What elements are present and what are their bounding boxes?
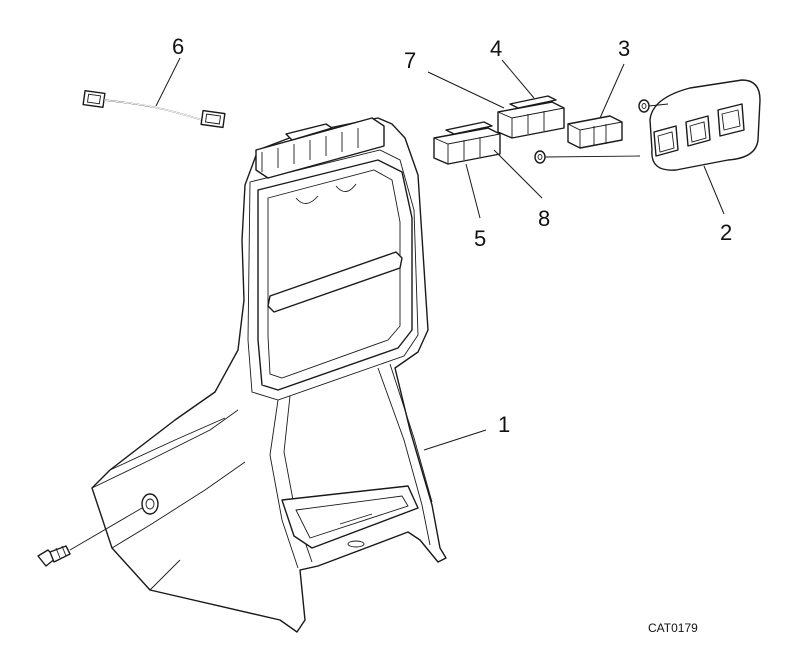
catalog-code: CAT0179 <box>648 621 698 635</box>
callout-3: 3 <box>618 36 630 61</box>
leader-5 <box>465 163 481 219</box>
callout-5: 5 <box>474 226 486 251</box>
leader-lines <box>155 57 725 451</box>
leader-8 <box>493 149 543 199</box>
callout-2: 2 <box>720 220 732 245</box>
switch-single <box>567 115 623 149</box>
leader-3 <box>599 63 625 119</box>
screw-fastener <box>37 507 143 567</box>
leader-6 <box>155 57 181 107</box>
callout-4: 4 <box>490 36 502 61</box>
callout-labels: 1 2 3 4 5 6 7 8 <box>172 34 732 437</box>
switch-panel <box>534 79 761 171</box>
leader-2 <box>703 165 725 215</box>
wiring-harness <box>82 89 226 129</box>
switch-double-upper <box>497 95 565 139</box>
callout-6: 6 <box>172 34 184 59</box>
leader-7 <box>427 71 505 109</box>
callout-7: 7 <box>404 48 416 73</box>
leader-4 <box>501 59 535 99</box>
leader-1 <box>423 429 487 451</box>
callout-8: 8 <box>538 206 550 231</box>
callout-1: 1 <box>498 412 510 437</box>
console-housing <box>91 117 447 633</box>
switch-double-lower <box>433 121 501 165</box>
